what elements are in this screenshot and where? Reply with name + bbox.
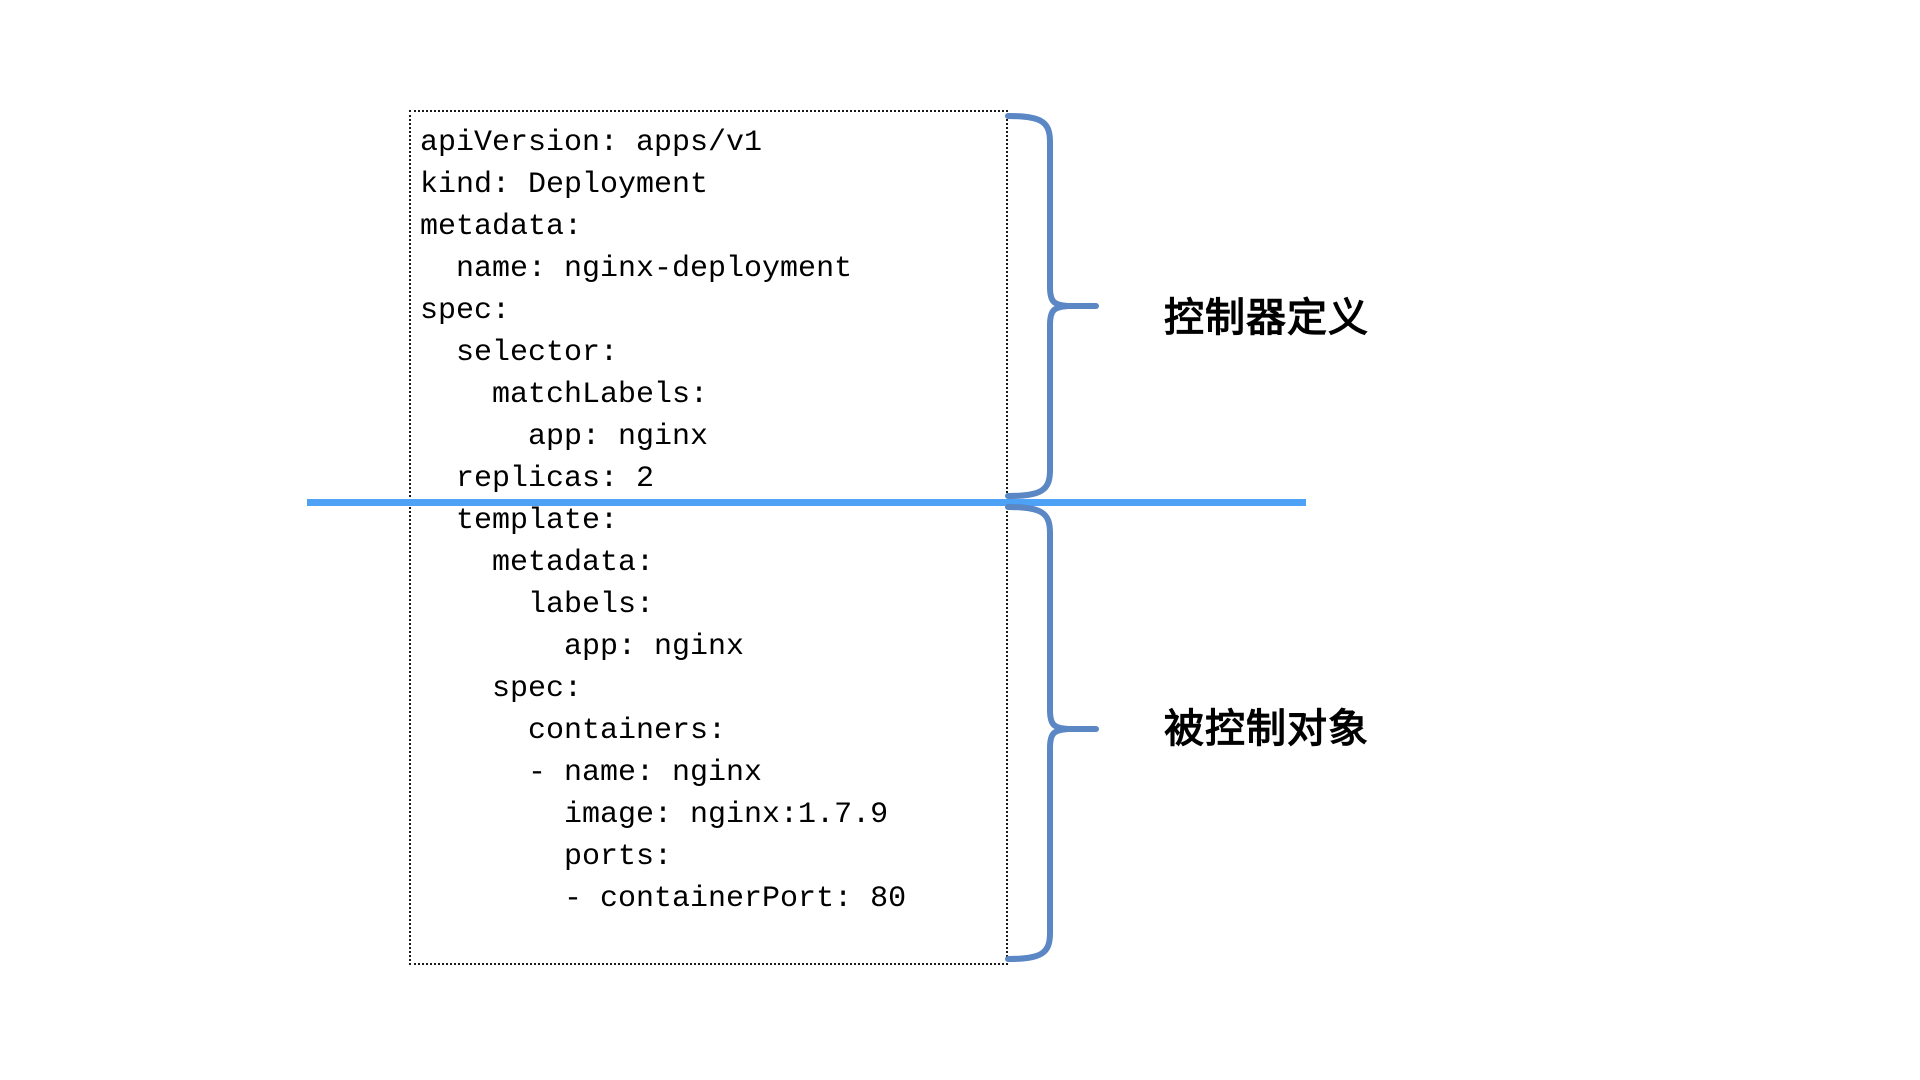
yaml-code-text: apiVersion: apps/v1 kind: Deployment met… <box>420 126 907 916</box>
brace-controller-definition-icon <box>1005 113 1099 499</box>
yaml-code-block: apiVersion: apps/v1 kind: Deployment met… <box>409 110 1008 965</box>
brace-controlled-object-icon <box>1005 504 1099 962</box>
annotation-label-controlled-object: 被控制对象 <box>1164 707 1369 751</box>
annotation-label-controller-definition: 控制器定义 <box>1164 296 1369 340</box>
section-divider-line <box>307 499 1306 506</box>
